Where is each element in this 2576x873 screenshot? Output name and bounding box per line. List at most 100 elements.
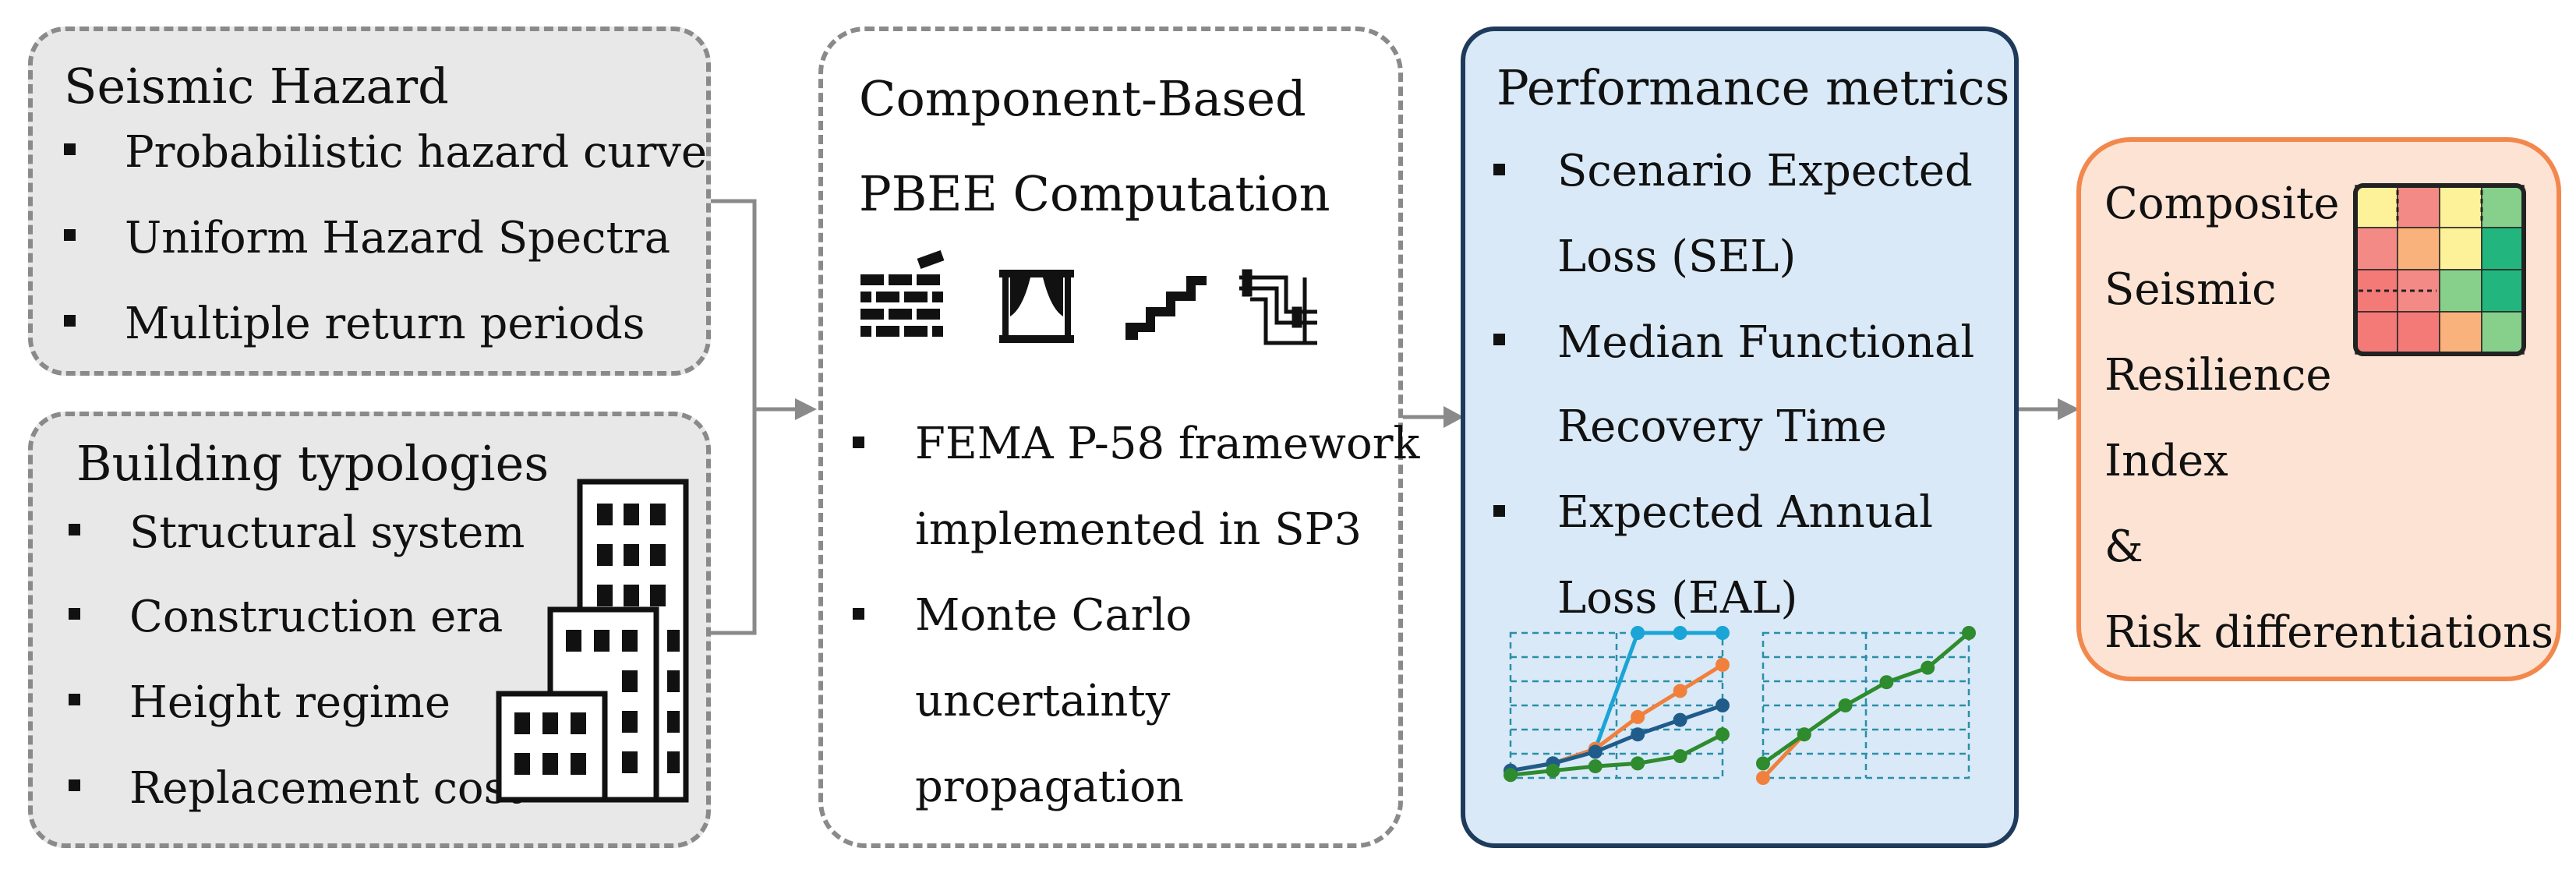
pbee-item-line: Monte Carlo [915, 590, 1193, 641]
bullet [853, 436, 864, 448]
data-point [1716, 727, 1730, 742]
heatmap-cell [2397, 311, 2440, 355]
heatmap-cell [2481, 269, 2525, 313]
bullet [69, 694, 80, 705]
hazard-item: Uniform Hazard Spectra [125, 213, 671, 263]
brick-wall-icon [860, 249, 945, 337]
bullet [69, 524, 80, 535]
heatmap-cell [2439, 311, 2482, 355]
typology-item: Height regime [129, 677, 451, 728]
bullet [1493, 334, 1505, 345]
arrow-to-pbee [795, 398, 817, 420]
data-point [1546, 763, 1560, 778]
data-point [1631, 626, 1645, 640]
bullet [64, 315, 76, 327]
heatmap-cell [2397, 185, 2440, 228]
bullet [1493, 164, 1505, 175]
building-typologies-title: Building typologies [76, 435, 549, 492]
piping-icon [1239, 269, 1317, 345]
metric-line: Loss (SEL) [1557, 232, 1797, 282]
chart-grid [1762, 631, 1970, 779]
arrow-to-performance [1443, 406, 1464, 428]
heatmap-cell [2481, 185, 2525, 228]
data-point [1756, 756, 1770, 771]
data-point [1673, 712, 1687, 727]
output-line: Risk differentiations [2104, 607, 2553, 658]
data-point [1838, 698, 1853, 712]
heatmap-cell [2355, 185, 2398, 228]
data-point [1716, 626, 1730, 640]
bullet [853, 608, 864, 620]
bullet [1493, 505, 1505, 517]
pbee-item-line: uncertainty [915, 676, 1171, 726]
series-line [1510, 732, 1724, 777]
data-point [1716, 657, 1730, 672]
bullet [64, 229, 76, 241]
metric-line: Expected Annual [1557, 487, 1934, 538]
output-line: Index [2104, 436, 2228, 486]
performance-title: Performance metrics [1496, 59, 2010, 116]
metric-line: Median Functional [1557, 317, 1975, 368]
bullet [69, 779, 80, 791]
series-line [1762, 733, 1806, 779]
mini-chart-1 [1504, 626, 1730, 783]
data-point [1588, 759, 1602, 774]
data-point [1962, 626, 1976, 640]
series-line [1762, 631, 1970, 765]
metric-line: Scenario Expected [1557, 146, 1973, 196]
data-point [1797, 727, 1811, 742]
heatmap-cell [2355, 311, 2398, 355]
metric-line: Recovery Time [1557, 401, 1887, 452]
output-line: Resilience [2104, 350, 2332, 401]
seismic-hazard-title: Seismic Hazard [64, 58, 449, 115]
pbee-title-line: PBEE Computation [859, 165, 1330, 222]
pbee-item-line: FEMA P-58 framework [915, 419, 1420, 469]
output-box: Composite Seismic Resilience Index & Ris… [2076, 137, 2561, 681]
data-point [1921, 660, 1935, 675]
pbee-item-line: propagation [915, 762, 1184, 812]
heatmap-cell [2439, 227, 2482, 270]
data-point [1673, 749, 1687, 764]
bullet [69, 608, 80, 620]
pbee-box: Component-Based PBEE Computation FEMA P-… [818, 27, 1419, 848]
output-line: Seismic [2104, 264, 2277, 315]
performance-metrics-box: Performance metrics Scenario Expected Lo… [1461, 27, 2019, 848]
typology-item: Structural system [129, 507, 525, 558]
typology-item: Replacement cost [129, 763, 524, 814]
arrow-to-output [2058, 398, 2080, 420]
metric-line: Loss (EAL) [1557, 573, 1798, 624]
data-point [1673, 684, 1687, 698]
data-point [1673, 626, 1687, 640]
heatmap-cell [2481, 311, 2525, 355]
series-line [1510, 703, 1723, 773]
data-point [1504, 768, 1518, 783]
bullet [64, 143, 76, 155]
heatmap-cell [2397, 227, 2440, 270]
data-point [1631, 727, 1645, 742]
data-point [1631, 709, 1645, 724]
seismic-hazard-box: Seismic Hazard Probabilistic hazard curv… [28, 27, 711, 376]
hazard-item: Multiple return periods [125, 299, 645, 349]
data-point [1879, 675, 1894, 690]
heatmap-cell [2439, 269, 2482, 313]
data-point [1716, 698, 1730, 712]
window-icon [999, 270, 1074, 343]
pbee-title-line: Component-Based [859, 70, 1306, 127]
pbee-item-line: implemented in SP3 [915, 504, 1362, 555]
mini-chart-2 [1756, 626, 1976, 785]
hazard-item: Probabilistic hazard curve [125, 127, 708, 178]
output-line: & [2104, 521, 2143, 572]
data-point [1588, 744, 1602, 759]
data-point [1631, 756, 1645, 771]
data-point [1756, 771, 1770, 785]
heatmap-cell [2481, 227, 2525, 270]
stairs-icon [1125, 276, 1207, 340]
output-line: Composite [2104, 178, 2340, 229]
typology-item: Construction era [129, 592, 504, 642]
heatmap-cell [2439, 185, 2482, 228]
